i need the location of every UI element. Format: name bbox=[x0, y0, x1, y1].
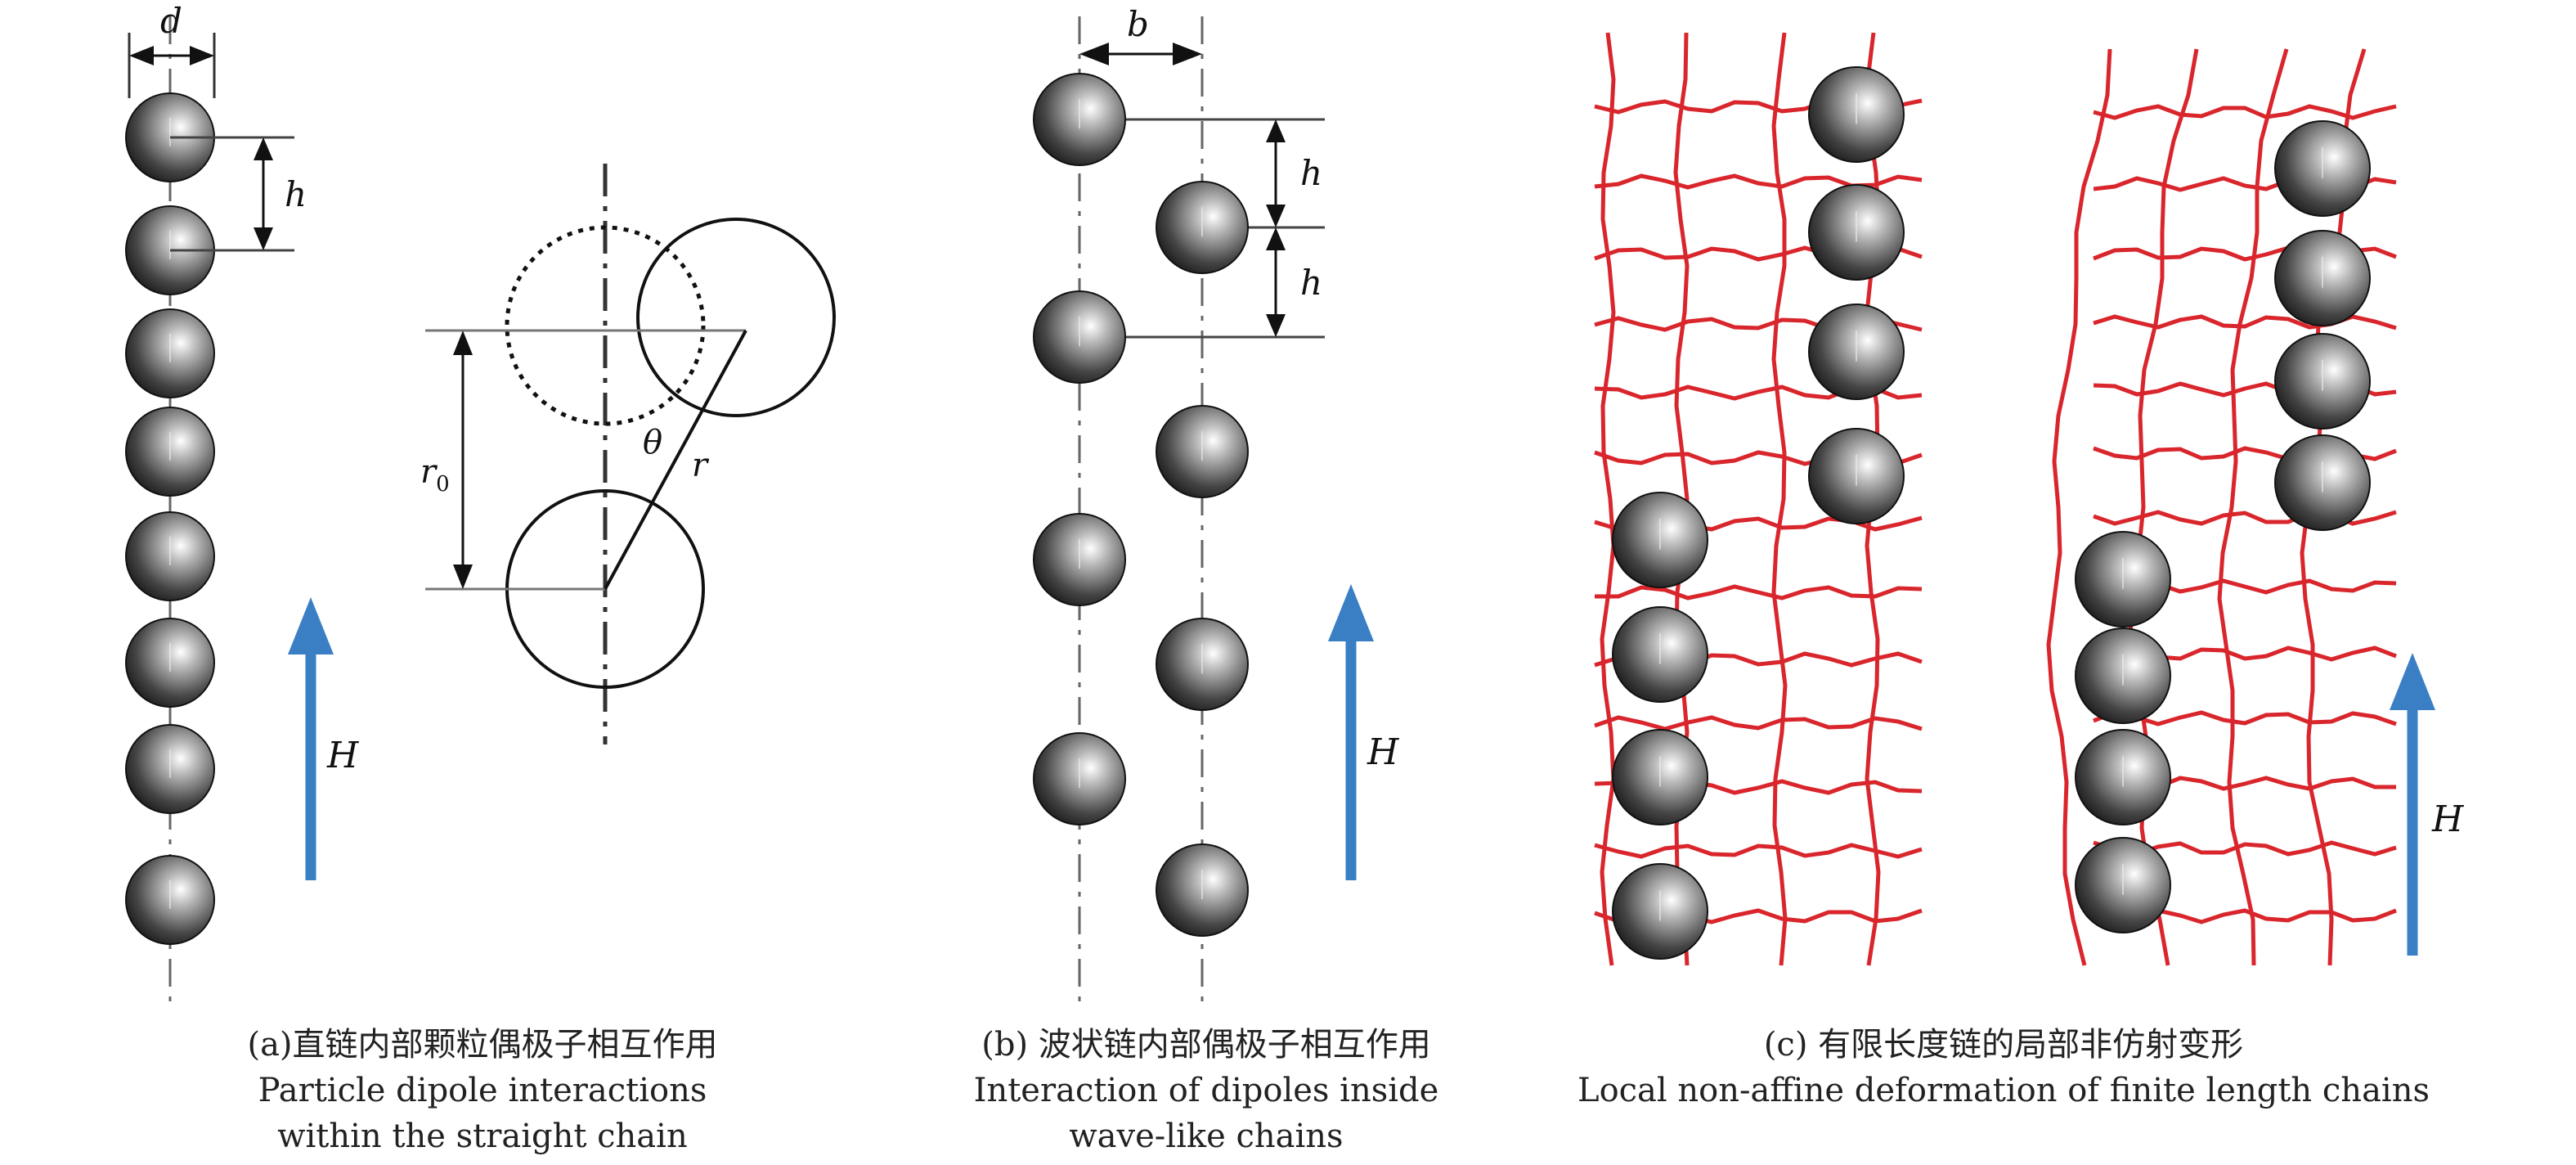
particle bbox=[1033, 290, 1126, 384]
d-label: d bbox=[160, 1, 182, 41]
caption-c-zh: (c) 有限长度链的局部非仿射变形 bbox=[1764, 1026, 2243, 1064]
mesh-strand bbox=[2217, 48, 2289, 966]
field-arrow-a bbox=[288, 597, 334, 880]
mesh-strand bbox=[2093, 710, 2397, 726]
particle bbox=[2274, 120, 2371, 217]
finite-chains bbox=[1612, 66, 2371, 960]
particle bbox=[1612, 606, 1708, 703]
particle bbox=[1612, 863, 1708, 960]
particle bbox=[1808, 428, 1905, 524]
h-label-b1: h bbox=[1300, 153, 1322, 193]
particle bbox=[1612, 729, 1708, 825]
polymer-mesh-undeformed bbox=[1594, 32, 1923, 966]
caption-b-en-2: wave-like chains bbox=[1069, 1118, 1343, 1155]
field-label-a: H bbox=[326, 735, 360, 776]
mesh-strand bbox=[1600, 32, 1616, 966]
panel-a: d h r0 θ r bbox=[125, 1, 836, 1155]
particle bbox=[125, 511, 215, 601]
d-dimension: d bbox=[128, 1, 216, 98]
panel-c: H (c) 有限长度链的局部非仿射变形 Local non-affine def… bbox=[1577, 32, 2465, 1109]
particle bbox=[1033, 513, 1126, 606]
particle bbox=[2075, 837, 2171, 933]
h-label-a: h bbox=[285, 174, 307, 214]
r-vector bbox=[604, 330, 747, 590]
field-label-c: H bbox=[2431, 798, 2465, 840]
mesh-strand bbox=[1771, 32, 1788, 966]
field-arrow-b bbox=[1328, 584, 1374, 880]
dipole-geometry: r0 θ r bbox=[420, 164, 836, 744]
theta-label: θ bbox=[643, 424, 662, 461]
particle bbox=[1156, 618, 1249, 711]
caption-b-zh: (b) 波状链内部偶极子相互作用 bbox=[981, 1026, 1431, 1064]
particle bbox=[1033, 73, 1126, 166]
b-dimension: b bbox=[1079, 4, 1202, 65]
mesh-strand bbox=[2093, 104, 2397, 120]
particle bbox=[125, 855, 215, 945]
particle bbox=[1808, 304, 1905, 400]
particle bbox=[1808, 66, 1905, 163]
mesh-strand bbox=[2093, 314, 2397, 331]
particle bbox=[2274, 230, 2371, 326]
mesh-strand bbox=[1595, 584, 1923, 600]
caption-c-en-1: Local non-affine deformation of finite l… bbox=[1577, 1072, 2430, 1109]
particle bbox=[1156, 181, 1249, 274]
field-arrow-c bbox=[2390, 653, 2435, 956]
mesh-strand bbox=[1594, 715, 1923, 731]
mesh-strand bbox=[1594, 173, 1923, 190]
particle bbox=[125, 308, 215, 398]
particle bbox=[1156, 405, 1249, 498]
displaced-particle-outline bbox=[636, 218, 836, 417]
particle bbox=[1033, 732, 1126, 825]
wave-chain bbox=[1033, 73, 1249, 937]
h-dimension-a: h bbox=[170, 136, 307, 252]
particle bbox=[1612, 492, 1708, 588]
r0-label: r0 bbox=[420, 453, 450, 497]
caption-a-en-2: within the straight chain bbox=[277, 1118, 687, 1155]
particle bbox=[125, 407, 215, 497]
particle bbox=[2274, 434, 2371, 531]
panel-b: b h h H (b) 波状链内部偶极子相互作用 Interaction of … bbox=[974, 4, 1439, 1155]
particle bbox=[1156, 843, 1249, 937]
r-label: r bbox=[692, 447, 710, 484]
reference-particle-outline bbox=[505, 225, 706, 426]
particle bbox=[2274, 333, 2371, 430]
mesh-strand bbox=[2046, 48, 2112, 966]
particle bbox=[2075, 729, 2171, 825]
particle bbox=[2075, 531, 2171, 627]
particle bbox=[125, 724, 215, 814]
caption-a-zh: (a)直链内部颗粒偶极子相互作用 bbox=[247, 1026, 717, 1064]
caption-a-en-1: Particle dipole interactions bbox=[258, 1072, 707, 1109]
h-label-b2: h bbox=[1300, 263, 1322, 303]
particle bbox=[125, 618, 215, 708]
particle bbox=[1808, 184, 1905, 281]
particle bbox=[2075, 627, 2171, 724]
field-label-b: H bbox=[1367, 731, 1400, 773]
caption-b-en-1: Interaction of dipoles inside bbox=[974, 1072, 1439, 1109]
mesh-strand bbox=[1594, 843, 1923, 859]
b-label: b bbox=[1127, 4, 1149, 44]
